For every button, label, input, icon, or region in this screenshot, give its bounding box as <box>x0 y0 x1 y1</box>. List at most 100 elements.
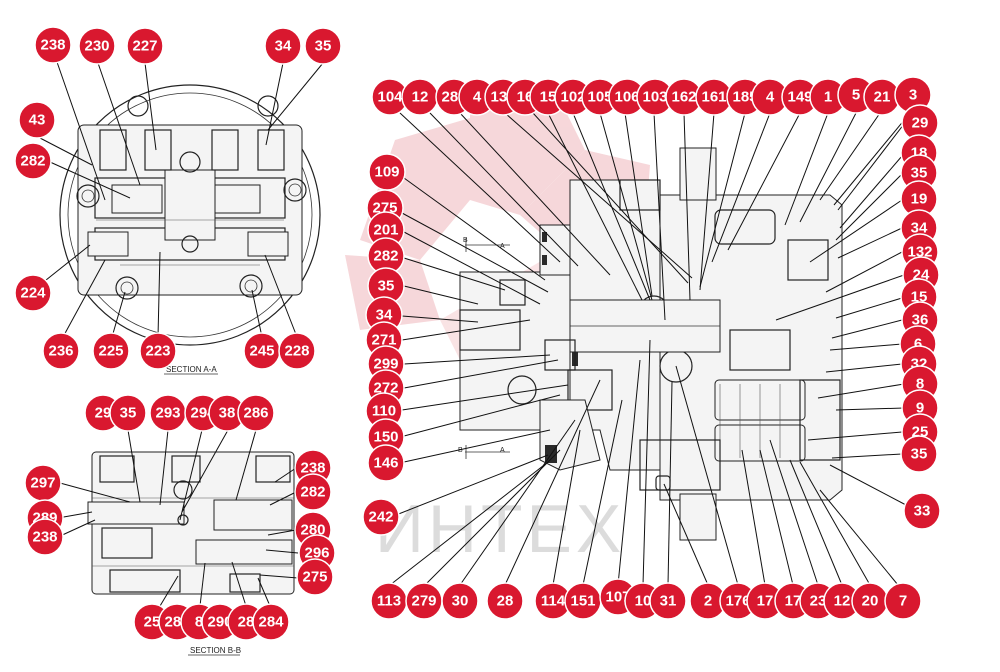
svg-text:31: 31 <box>660 593 677 610</box>
svg-text:284: 284 <box>258 614 284 631</box>
svg-text:30: 30 <box>452 593 469 610</box>
svg-text:238: 238 <box>32 529 57 546</box>
svg-text:2: 2 <box>704 593 712 610</box>
callout-35: 35 <box>304 27 342 65</box>
svg-text:25: 25 <box>144 614 161 631</box>
main-right-callouts: 29 18 35 19 34 132 24 15 36 6 32 8 9 25 … <box>899 104 941 530</box>
svg-text:271: 271 <box>371 332 396 349</box>
callout-150: 150 <box>367 418 405 456</box>
svg-text:110: 110 <box>372 403 396 420</box>
callout-35: 35 <box>367 267 405 305</box>
svg-text:5: 5 <box>852 87 860 104</box>
callout-12: 12 <box>401 78 439 116</box>
svg-text:272: 272 <box>373 380 398 397</box>
svg-text:17: 17 <box>785 593 802 610</box>
callout-162: 162 <box>665 78 703 116</box>
callout-28: 28 <box>486 582 524 620</box>
callout-284: 284 <box>252 603 290 641</box>
svg-text:162: 162 <box>671 89 696 106</box>
callout-146: 146 <box>367 444 405 482</box>
svg-text:230: 230 <box>84 38 109 55</box>
svg-text:224: 224 <box>20 285 46 302</box>
callout-38: 38 <box>208 394 246 432</box>
callout-245: 245 <box>243 332 281 370</box>
section-mark-a-bottom: A <box>500 447 505 454</box>
svg-text:102: 102 <box>560 89 585 106</box>
svg-text:35: 35 <box>315 38 332 55</box>
svg-text:113: 113 <box>377 593 401 610</box>
callout-3: 3 <box>894 76 932 114</box>
svg-text:28: 28 <box>238 614 255 631</box>
callout-228: 228 <box>278 332 316 370</box>
callout-227: 227 <box>126 27 164 65</box>
callout-7: 7 <box>884 582 922 620</box>
callout-225: 225 <box>92 332 130 370</box>
callout-33: 33 <box>903 492 941 530</box>
callout-43: 43 <box>18 101 56 139</box>
svg-text:279: 279 <box>411 593 436 610</box>
svg-text:12: 12 <box>834 593 851 610</box>
callout-290: 290 <box>201 603 239 641</box>
svg-text:4: 4 <box>473 89 482 106</box>
callout-201: 201 <box>367 211 405 249</box>
svg-text:245: 245 <box>249 343 274 360</box>
svg-text:176: 176 <box>725 593 750 610</box>
section-bb-drawing <box>87 451 295 595</box>
svg-text:38: 38 <box>219 405 236 422</box>
svg-text:299: 299 <box>373 356 398 373</box>
callout-297: 297 <box>24 464 62 502</box>
svg-text:20: 20 <box>862 593 879 610</box>
svg-text:15: 15 <box>540 89 557 106</box>
callout-35: 35 <box>109 394 147 432</box>
callout-109: 109 <box>368 153 406 191</box>
svg-text:242: 242 <box>368 509 393 526</box>
callout-35b: 35 <box>900 435 938 473</box>
callout-151: 151 <box>564 582 602 620</box>
callout-113: 113 <box>370 582 408 620</box>
svg-text:238: 238 <box>40 37 65 54</box>
svg-text:132: 132 <box>907 244 932 261</box>
svg-text:28: 28 <box>497 593 514 610</box>
svg-text:1: 1 <box>824 89 832 106</box>
svg-text:29: 29 <box>95 405 112 422</box>
svg-text:21: 21 <box>874 89 891 106</box>
callout-102: 102 <box>554 78 592 116</box>
svg-text:6: 6 <box>914 336 922 353</box>
svg-text:238: 238 <box>300 460 325 477</box>
callout-282: 282 <box>367 237 405 275</box>
callout-275: 275 <box>296 558 334 596</box>
svg-text:4: 4 <box>766 89 775 106</box>
callout-19: 19 <box>900 180 938 218</box>
main-top-callouts: 104 12 280 4 135 16 15 102 105 106 103 1… <box>371 76 932 116</box>
svg-text:297: 297 <box>30 475 55 492</box>
callout-282: 282 <box>294 473 332 511</box>
callout-20: 20 <box>851 582 889 620</box>
svg-text:150: 150 <box>373 429 398 446</box>
svg-text:16: 16 <box>517 89 534 106</box>
callout-103: 103 <box>636 78 674 116</box>
svg-text:19: 19 <box>911 191 928 208</box>
callout-149: 149 <box>781 78 819 116</box>
svg-text:282: 282 <box>373 248 398 265</box>
svg-text:35: 35 <box>120 405 137 422</box>
section-mark-a-top: A <box>500 243 505 250</box>
section-aa-drawing <box>59 84 321 346</box>
section-mark-b-top: B <box>463 237 468 244</box>
leader-lines <box>35 61 911 607</box>
svg-text:35: 35 <box>911 165 928 182</box>
svg-text:275: 275 <box>302 569 327 586</box>
callout-105: 105 <box>581 78 619 116</box>
svg-text:228: 228 <box>284 343 309 360</box>
svg-text:43: 43 <box>29 112 46 129</box>
callout-282: 282 <box>14 142 52 180</box>
callout-224: 224 <box>14 274 52 312</box>
svg-text:225: 225 <box>98 343 123 360</box>
svg-text:15: 15 <box>911 289 928 306</box>
svg-text:236: 236 <box>48 343 73 360</box>
svg-text:103: 103 <box>642 89 667 106</box>
svg-text:9: 9 <box>916 400 924 417</box>
callout-176: 176 <box>719 582 757 620</box>
svg-text:149: 149 <box>787 89 812 106</box>
svg-text:282: 282 <box>20 153 45 170</box>
